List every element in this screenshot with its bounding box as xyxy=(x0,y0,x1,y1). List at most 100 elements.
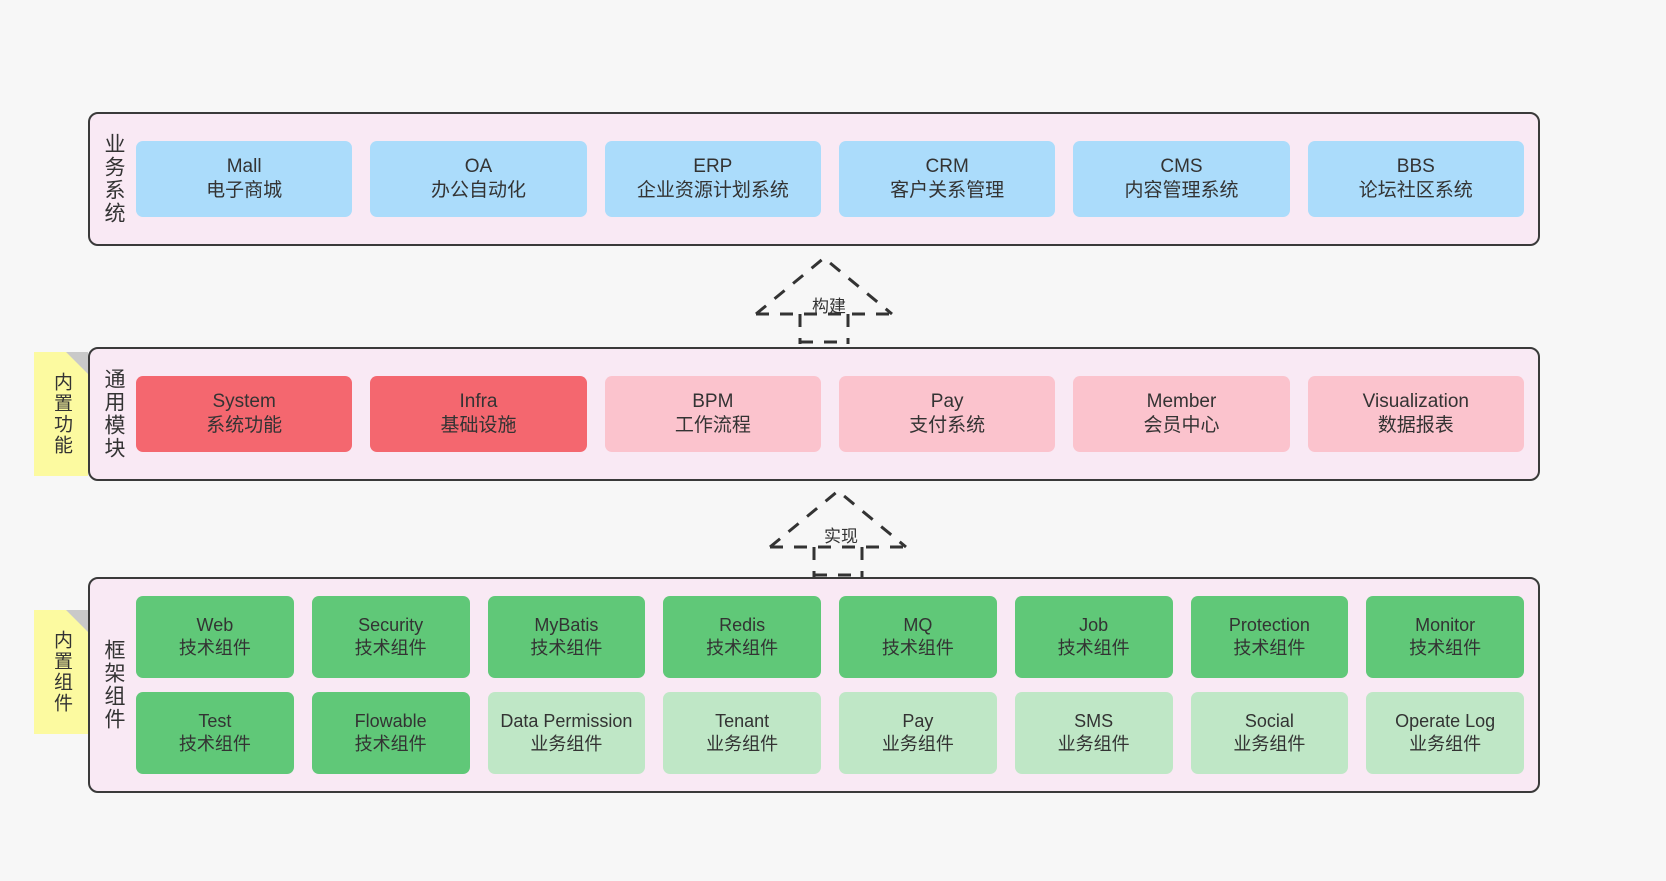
box-system-desc: 系统功能 xyxy=(206,415,283,436)
box-mall-desc: 电子商城 xyxy=(206,180,283,201)
box-visualization-name: Visualization xyxy=(1362,390,1469,412)
box-pay-component-desc: 业务组件 xyxy=(881,734,954,754)
box-sms-name: SMS xyxy=(1074,710,1114,731)
box-mq[interactable]: MQ 技术组件 xyxy=(839,596,997,678)
box-member-desc: 会员中心 xyxy=(1143,415,1220,436)
box-cms[interactable]: CMS 内容管理系统 xyxy=(1073,141,1290,217)
box-operate-log-name: Operate Log xyxy=(1395,710,1496,731)
box-erp-desc: 企业资源计划系统 xyxy=(636,180,789,201)
box-mybatis[interactable]: MyBatis 技术组件 xyxy=(487,596,646,678)
box-data-permission-name: Data Permission xyxy=(500,710,633,731)
layer-common-body: System 系统功能 Infra 基础设施 BPM 工作流程 Pay 支付系统… xyxy=(136,349,1538,479)
box-social[interactable]: Social 业务组件 xyxy=(1190,692,1349,774)
box-tenant[interactable]: Tenant 业务组件 xyxy=(663,692,821,774)
box-member[interactable]: Member 会员中心 xyxy=(1073,376,1290,452)
box-system-name: System xyxy=(212,390,276,412)
box-infra-name: Infra xyxy=(459,390,498,412)
box-infra[interactable]: Infra 基础设施 xyxy=(370,376,587,452)
box-test[interactable]: Test 技术组件 xyxy=(136,692,294,774)
box-protection-name: Protection xyxy=(1228,614,1310,635)
box-operate-log[interactable]: Operate Log 业务组件 xyxy=(1366,692,1524,774)
note-built-in-functions-text: 内置功能 xyxy=(50,372,72,456)
box-test-desc: 技术组件 xyxy=(178,734,251,754)
box-oa[interactable]: OA 办公自动化 xyxy=(370,141,587,217)
box-oa-name: OA xyxy=(464,155,493,177)
box-monitor-desc: 技术组件 xyxy=(1409,638,1482,658)
box-monitor[interactable]: Monitor 技术组件 xyxy=(1366,596,1524,678)
box-security-name: Security xyxy=(358,614,424,635)
box-erp-name: ERP xyxy=(693,155,733,177)
box-erp[interactable]: ERP 企业资源计划系统 xyxy=(604,141,821,217)
box-redis-name: Redis xyxy=(719,614,766,635)
box-job[interactable]: Job 技术组件 xyxy=(1014,596,1173,678)
box-bbs[interactable]: BBS 论坛社区系统 xyxy=(1307,141,1524,217)
box-cms-desc: 内容管理系统 xyxy=(1124,180,1239,201)
box-member-name: Member xyxy=(1146,390,1217,412)
box-pay-module-name: Pay xyxy=(930,390,964,412)
box-operate-log-desc: 业务组件 xyxy=(1409,734,1482,754)
box-monitor-name: Monitor xyxy=(1415,614,1476,635)
box-crm-name: CRM xyxy=(925,155,969,177)
box-flowable-name: Flowable xyxy=(354,710,427,731)
note-built-in-components-text: 内置组件 xyxy=(50,630,72,714)
layer-business-systems: 业务系统 Mall 电子商城 OA 办公自动化 ERP 企业资源计划系统 CRM… xyxy=(88,112,1540,246)
box-social-name: Social xyxy=(1244,710,1294,731)
box-system[interactable]: System 系统功能 xyxy=(136,376,353,452)
box-sms-desc: 业务组件 xyxy=(1057,734,1130,754)
box-redis-desc: 技术组件 xyxy=(706,638,779,658)
box-protection[interactable]: Protection 技术组件 xyxy=(1190,596,1349,678)
box-bbs-desc: 论坛社区系统 xyxy=(1358,180,1473,201)
box-sms[interactable]: SMS 业务组件 xyxy=(1014,692,1173,774)
note-built-in-functions: 内置功能 xyxy=(34,352,88,476)
box-protection-desc: 技术组件 xyxy=(1233,638,1306,658)
layer-framework-label: 框架组件 xyxy=(102,639,126,731)
box-web[interactable]: Web 技术组件 xyxy=(136,596,294,678)
box-crm[interactable]: CRM 客户关系管理 xyxy=(838,141,1056,217)
box-oa-desc: 办公自动化 xyxy=(430,180,526,201)
box-security[interactable]: Security 技术组件 xyxy=(311,596,470,678)
note-built-in-components: 内置组件 xyxy=(34,610,88,734)
box-flowable-desc: 技术组件 xyxy=(354,734,427,754)
box-cms-name: CMS xyxy=(1160,155,1203,177)
box-pay-component-name: Pay xyxy=(902,710,934,731)
box-redis[interactable]: Redis 技术组件 xyxy=(663,596,821,678)
box-infra-desc: 基础设施 xyxy=(440,415,517,436)
layer-business-label: 业务系统 xyxy=(102,133,126,225)
box-job-desc: 技术组件 xyxy=(1057,638,1130,658)
box-bpm-name: BPM xyxy=(692,390,734,412)
box-test-name: Test xyxy=(198,710,232,731)
box-bpm[interactable]: BPM 工作流程 xyxy=(604,376,821,452)
box-crm-desc: 客户关系管理 xyxy=(890,180,1005,201)
layer-business-body: Mall 电子商城 OA 办公自动化 ERP 企业资源计划系统 CRM 客户关系… xyxy=(136,114,1538,244)
box-bbs-name: BBS xyxy=(1396,155,1435,177)
box-mybatis-name: MyBatis xyxy=(534,614,599,635)
box-tenant-name: Tenant xyxy=(715,710,770,731)
box-pay-component[interactable]: Pay 业务组件 xyxy=(839,692,997,774)
box-web-name: Web xyxy=(196,614,234,635)
box-social-desc: 业务组件 xyxy=(1233,734,1306,754)
box-visualization-desc: 数据报表 xyxy=(1377,415,1454,436)
layer-framework-components: 框架组件 Web 技术组件 Security 技术组件 MyBatis 技术组件… xyxy=(88,577,1540,793)
box-tenant-desc: 业务组件 xyxy=(706,734,779,754)
box-data-permission[interactable]: Data Permission 业务组件 xyxy=(487,692,646,774)
box-web-desc: 技术组件 xyxy=(178,638,251,658)
box-data-permission-desc: 业务组件 xyxy=(530,734,603,754)
box-visualization[interactable]: Visualization 数据报表 xyxy=(1307,376,1524,452)
layer-framework-row-business: Test 技术组件 Flowable 技术组件 Data Permission … xyxy=(136,692,1524,774)
box-bpm-desc: 工作流程 xyxy=(674,415,751,436)
box-mq-desc: 技术组件 xyxy=(881,638,954,658)
box-mq-name: MQ xyxy=(903,614,933,635)
connector-implement-label: 实现 xyxy=(824,527,858,546)
box-pay-module-desc: 支付系统 xyxy=(909,415,986,436)
layer-business-row: Mall 电子商城 OA 办公自动化 ERP 企业资源计划系统 CRM 客户关系… xyxy=(136,141,1524,217)
layer-common-row: System 系统功能 Infra 基础设施 BPM 工作流程 Pay 支付系统… xyxy=(136,376,1524,452)
box-pay-module[interactable]: Pay 支付系统 xyxy=(838,376,1056,452)
box-flowable[interactable]: Flowable 技术组件 xyxy=(311,692,470,774)
layer-common-modules: 通用模块 System 系统功能 Infra 基础设施 BPM 工作流程 Pay… xyxy=(88,347,1540,481)
layer-common-label: 通用模块 xyxy=(102,368,126,460)
box-mall-name: Mall xyxy=(226,155,262,177)
layer-framework-body: Web 技术组件 Security 技术组件 MyBatis 技术组件 Redi… xyxy=(136,579,1538,791)
box-security-desc: 技术组件 xyxy=(354,638,427,658)
box-mall[interactable]: Mall 电子商城 xyxy=(136,141,353,217)
